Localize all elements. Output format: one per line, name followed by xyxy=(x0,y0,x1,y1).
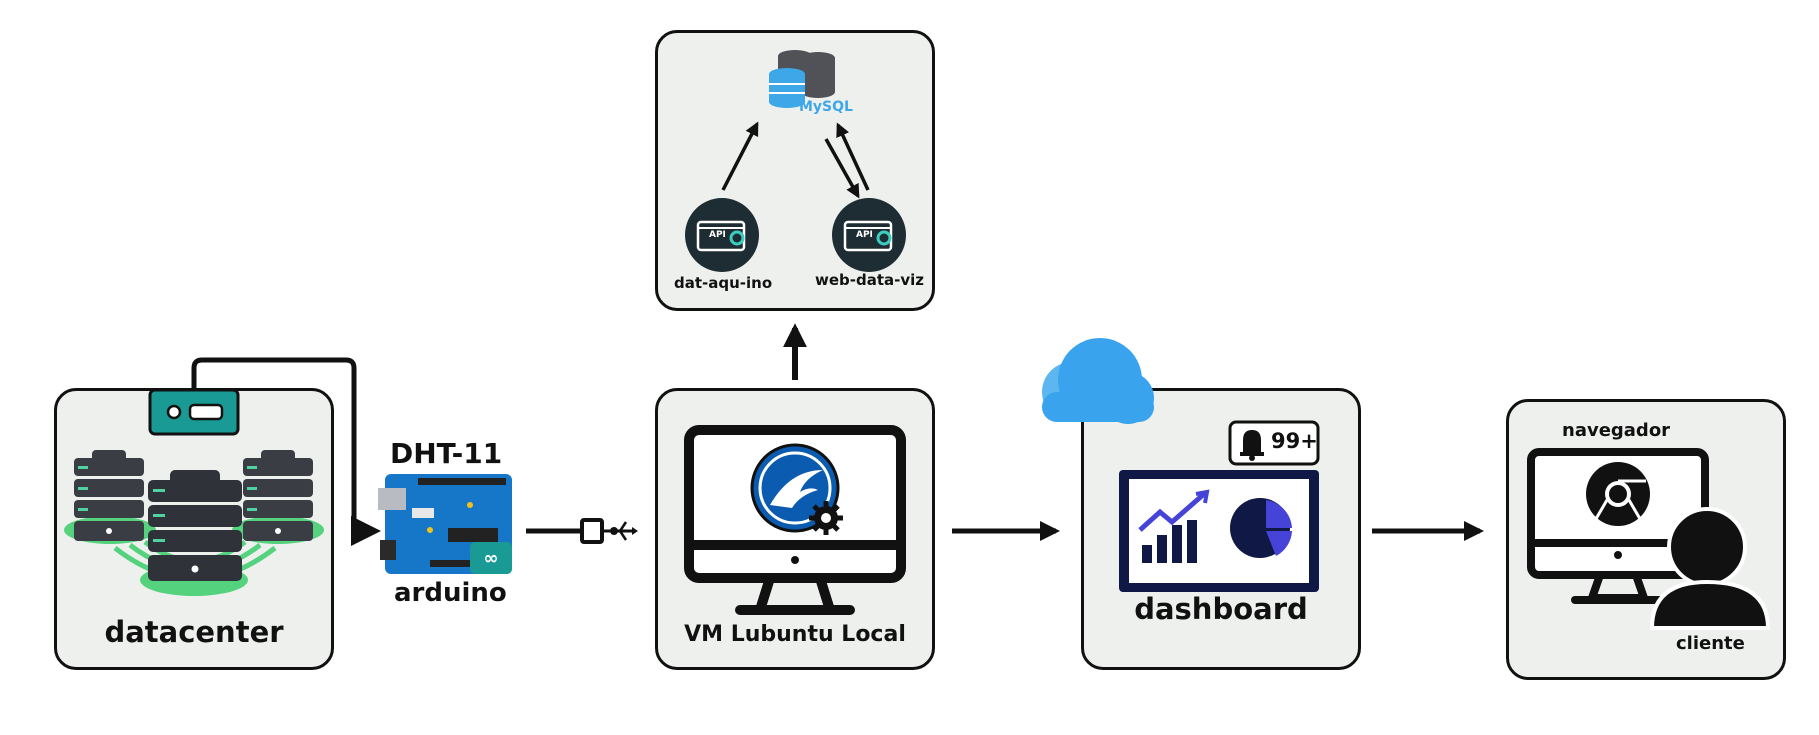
mysql-label: MySQL xyxy=(799,99,853,115)
datacenter-label: datacenter xyxy=(104,615,284,649)
browser-label: navegador xyxy=(1562,420,1671,441)
api-right-icon xyxy=(832,198,906,272)
mysql-database-icon xyxy=(769,50,835,108)
sensor-label: DHT-11 xyxy=(390,437,503,470)
gear-icon xyxy=(809,501,843,535)
api-left-label: dat-aqu-ino xyxy=(674,274,773,292)
arduino-board-icon: ∞ xyxy=(378,474,512,574)
cloud-icon xyxy=(1042,338,1154,424)
api-right-label: web-data-viz xyxy=(815,271,925,289)
client-user-icon xyxy=(1649,507,1771,630)
chrome-icon xyxy=(1586,462,1650,526)
sensor-cable-arrow xyxy=(191,357,381,546)
api-right-badge: API xyxy=(856,230,873,240)
api-left-to-mysql-arrow xyxy=(721,121,759,191)
datacenter-servers-icon xyxy=(64,450,324,596)
notification-count: 99+ xyxy=(1271,429,1318,453)
svg-text:∞: ∞ xyxy=(484,548,499,569)
usb-cable-icon xyxy=(526,518,638,544)
mysql-to-api-right-arrow xyxy=(824,138,860,199)
api-left-icon xyxy=(685,198,759,272)
vm-label: VM Lubuntu Local xyxy=(684,622,906,647)
api-right-to-mysql-arrow xyxy=(836,122,870,191)
arduino-label: arduino xyxy=(394,578,507,608)
dashboard-screen-icon xyxy=(1119,470,1319,592)
sensor-module-icon xyxy=(148,388,240,436)
api-left-badge: API xyxy=(709,230,726,240)
notification-badge xyxy=(1228,420,1320,466)
client-label: cliente xyxy=(1676,633,1745,654)
dashboard-label: dashboard xyxy=(1134,592,1308,626)
